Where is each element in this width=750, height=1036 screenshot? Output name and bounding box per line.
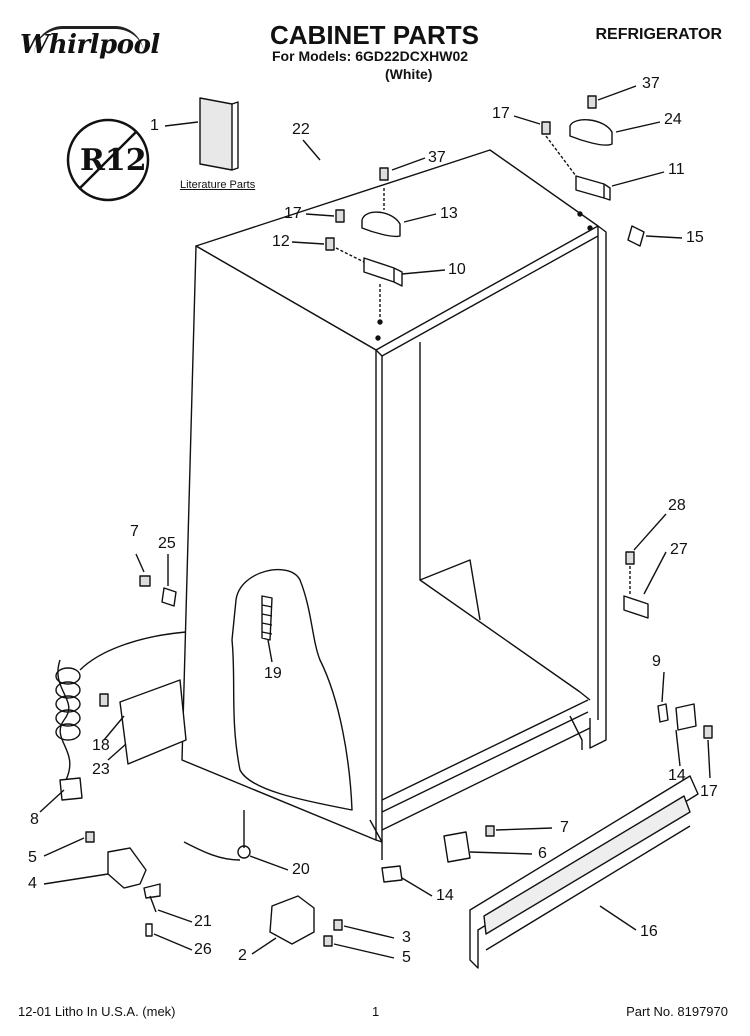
footer-litho: 12-01 Litho In U.S.A. (mek)	[18, 1004, 176, 1019]
brand-logo: Whirlpool	[20, 30, 160, 60]
callout-5: 5	[28, 849, 37, 866]
part-27-bracket	[623, 551, 649, 619]
product-category: REFRIGERATOR	[595, 26, 722, 43]
callout-3: 3	[402, 929, 411, 946]
callout-9: 9	[652, 653, 661, 670]
literature-parts-label: Literature Parts	[180, 179, 256, 191]
power-cord	[55, 631, 187, 801]
callout-17: 17	[700, 783, 718, 800]
callout-19: 19	[264, 665, 282, 682]
leveling-parts-right	[269, 895, 343, 947]
callout-26: 26	[194, 941, 212, 958]
callout-11: 11	[668, 161, 685, 178]
leveling-parts-left	[85, 831, 161, 937]
callout-16: 16	[640, 923, 658, 940]
r12-badge-text: R12	[80, 143, 147, 178]
callout-20: 20	[292, 861, 310, 878]
base-grille	[469, 775, 699, 969]
part-25-clip	[161, 587, 177, 607]
callout-13: 13	[440, 205, 458, 222]
top-hinge-left	[325, 167, 403, 318]
cabinet-shell	[181, 149, 607, 860]
page-title: CABINET PARTS	[270, 20, 479, 50]
callout-2: 2	[238, 947, 247, 964]
callout-6: 6	[538, 845, 547, 862]
callout-1: 1	[150, 117, 159, 134]
callout-7: 7	[130, 523, 139, 540]
callout-10: 10	[448, 261, 466, 278]
page-number: 1	[372, 1004, 380, 1019]
callout-24: 24	[664, 111, 682, 128]
callout-14: 14	[668, 767, 686, 784]
callout-17: 17	[284, 205, 302, 222]
model-number: For Models: 6GD22DCXHW02	[272, 48, 469, 64]
callout-8: 8	[30, 811, 39, 828]
model-color: (White)	[385, 66, 433, 82]
part-14b-clip	[381, 865, 403, 883]
access-cover	[99, 679, 187, 765]
callout-25: 25	[158, 535, 176, 552]
part-7b-screw	[485, 825, 495, 837]
top-hinge-right	[541, 95, 613, 201]
callout-22: 22	[292, 121, 310, 138]
callout-15: 15	[686, 229, 704, 246]
literature-book-icon	[199, 97, 239, 171]
callout-21: 21	[194, 913, 212, 930]
right-bracket	[657, 703, 713, 739]
callout-23: 23	[92, 761, 110, 778]
part-number: Part No. 8197970	[626, 1004, 728, 1019]
callout-18: 18	[92, 737, 110, 754]
part-6-clip	[443, 831, 471, 863]
callout-28: 28	[668, 497, 686, 514]
callout-4: 4	[28, 875, 37, 892]
r12-badge	[66, 118, 150, 202]
callout-14: 14	[436, 887, 454, 904]
drain-tube	[183, 810, 245, 861]
callout-17: 17	[492, 105, 510, 122]
callout-7: 7	[560, 819, 569, 836]
callout-5: 5	[402, 949, 411, 966]
callout-37: 37	[642, 75, 660, 92]
logo-swoosh	[34, 26, 144, 55]
callout-27: 27	[670, 541, 688, 558]
callout-12: 12	[272, 233, 290, 250]
part-7-screw	[139, 575, 151, 587]
part-15-plug	[627, 225, 645, 247]
callout-37: 37	[428, 149, 446, 166]
leader-lines	[39, 85, 711, 959]
